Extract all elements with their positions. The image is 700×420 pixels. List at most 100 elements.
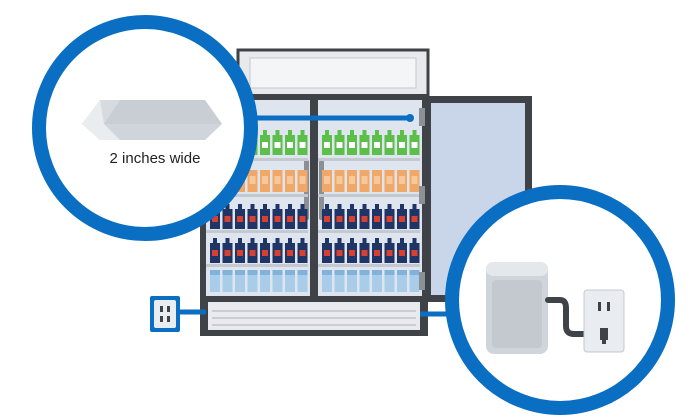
water-jug-cap bbox=[222, 270, 233, 275]
shelf-line bbox=[318, 230, 420, 233]
soda-bottle-cap bbox=[225, 238, 230, 243]
green-bottle-cap bbox=[362, 130, 367, 135]
soda-bottle-cap bbox=[412, 204, 417, 209]
water-jug bbox=[235, 270, 245, 292]
soda-bottle-cap bbox=[400, 204, 404, 209]
green-bottle-cap bbox=[412, 130, 417, 135]
water-jug bbox=[285, 270, 295, 292]
power-cable bbox=[545, 297, 603, 337]
juice-box-label bbox=[374, 176, 380, 184]
juice-box-label bbox=[324, 176, 330, 184]
soda-bottle-label bbox=[374, 250, 380, 256]
water-jug-cap bbox=[260, 270, 270, 275]
soda-bottle-cap bbox=[362, 238, 367, 243]
green-bottle-label bbox=[274, 142, 281, 148]
soda-bottle-label bbox=[399, 250, 405, 256]
soda-bottle-label bbox=[324, 250, 330, 256]
soda-bottle-label bbox=[224, 216, 231, 222]
soda-bottle-cap bbox=[375, 204, 379, 209]
juice-box-label bbox=[262, 176, 268, 184]
water-jug-cap bbox=[397, 270, 407, 275]
soda-bottle-label bbox=[374, 216, 380, 222]
soda-bottle-label bbox=[411, 216, 418, 222]
soda-bottle-cap bbox=[300, 204, 305, 209]
soda-bottle-cap bbox=[288, 238, 292, 243]
soda-bottle-cap bbox=[225, 204, 230, 209]
water-jug-cap bbox=[322, 270, 332, 275]
soda-bottle-cap bbox=[337, 238, 342, 243]
green-bottle-cap bbox=[337, 130, 342, 135]
soda-bottle-label bbox=[249, 250, 256, 256]
juice-box-label bbox=[349, 176, 355, 184]
juice-box-label bbox=[399, 176, 405, 184]
beverage-cooler bbox=[200, 48, 430, 336]
green-bottle-cap bbox=[375, 130, 379, 135]
juice-box-label bbox=[361, 176, 368, 184]
shelf-line bbox=[206, 194, 308, 197]
water-jug bbox=[347, 270, 357, 292]
juice-box-label bbox=[299, 176, 306, 184]
juice-box-label bbox=[386, 176, 393, 184]
right-shelves bbox=[318, 130, 420, 292]
juice-box-label bbox=[336, 176, 343, 184]
shelf-line bbox=[318, 158, 420, 161]
juice-box-label bbox=[274, 176, 281, 184]
water-jug-cap bbox=[235, 270, 245, 275]
green-bottle-cap bbox=[325, 130, 329, 135]
gateway-callout bbox=[445, 185, 675, 415]
soda-bottle-cap bbox=[238, 238, 242, 243]
soda-bottle-cap bbox=[362, 204, 367, 209]
soda-bottle-label bbox=[237, 250, 243, 256]
water-jug-cap bbox=[247, 270, 258, 275]
soda-bottle-cap bbox=[263, 204, 267, 209]
green-bottle-label bbox=[287, 142, 293, 148]
soda-bottle-cap bbox=[263, 238, 267, 243]
water-jug-cap bbox=[334, 270, 345, 275]
soda-bottle-cap bbox=[350, 204, 354, 209]
water-jug-cap bbox=[359, 270, 370, 275]
soda-bottle-cap bbox=[350, 238, 354, 243]
water-jug-cap bbox=[285, 270, 295, 275]
soda-bottle-label bbox=[386, 216, 393, 222]
water-jug bbox=[260, 270, 270, 292]
left-outlet bbox=[150, 296, 180, 332]
juice-box-label bbox=[287, 176, 293, 184]
soda-bottle-label bbox=[287, 216, 293, 222]
soda-bottle-label bbox=[349, 216, 355, 222]
green-bottle-label bbox=[361, 142, 368, 148]
water-jug bbox=[397, 270, 407, 292]
water-jug-cap bbox=[347, 270, 357, 275]
soda-bottle-cap bbox=[288, 204, 292, 209]
soda-bottle-label bbox=[249, 216, 256, 222]
soda-bottle-cap bbox=[325, 204, 329, 209]
green-bottle-label bbox=[262, 142, 268, 148]
soda-bottle-label bbox=[212, 250, 218, 256]
green-bottle-cap bbox=[350, 130, 354, 135]
green-bottle-label bbox=[386, 142, 393, 148]
soda-bottle-cap bbox=[337, 204, 342, 209]
soda-bottle-label bbox=[299, 250, 306, 256]
green-bottle-label bbox=[349, 142, 355, 148]
juice-box-label bbox=[249, 176, 256, 184]
soda-bottle-label bbox=[299, 216, 306, 222]
soda-bottle-cap bbox=[300, 238, 305, 243]
water-jug bbox=[359, 270, 370, 292]
soda-bottle-cap bbox=[250, 204, 255, 209]
soda-bottle-label bbox=[399, 216, 405, 222]
soda-bottle-cap bbox=[387, 238, 392, 243]
soda-bottle-cap bbox=[275, 204, 280, 209]
soda-bottle-label bbox=[411, 250, 418, 256]
water-jug bbox=[322, 270, 332, 292]
water-jug-cap bbox=[409, 270, 420, 275]
sensor-width-label: 2 inches wide bbox=[110, 150, 201, 167]
sensor-callout: 2 inches wide bbox=[32, 15, 258, 241]
soda-bottle-cap bbox=[400, 238, 404, 243]
soda-bottle-cap bbox=[325, 238, 329, 243]
soda-bottle-label bbox=[336, 250, 343, 256]
water-jug bbox=[384, 270, 395, 292]
green-bottle-cap bbox=[400, 130, 404, 135]
shelf-line bbox=[206, 230, 308, 233]
soda-bottle-label bbox=[262, 250, 268, 256]
green-bottle-cap bbox=[263, 130, 267, 135]
soda-bottle-label bbox=[212, 216, 218, 222]
